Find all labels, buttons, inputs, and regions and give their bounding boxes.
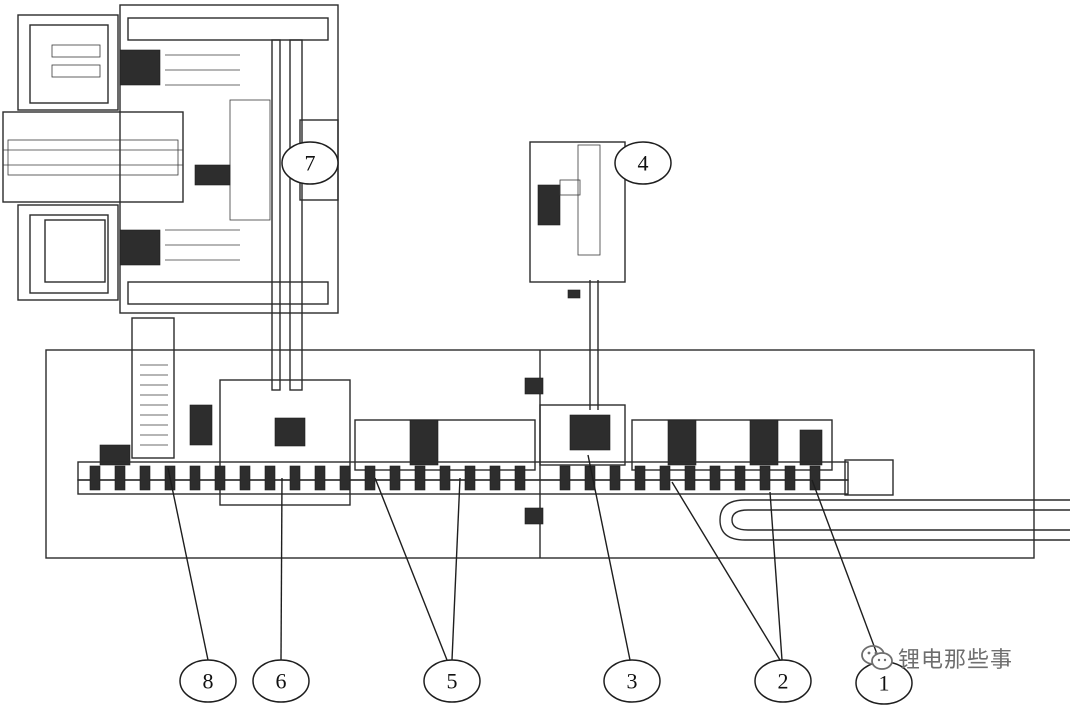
conveyor-line (77, 377, 1070, 541)
side-module-unit (529, 141, 626, 410)
main-base-plate (45, 317, 1035, 559)
callout-2: 2 (754, 659, 812, 703)
callout-5: 5 (423, 659, 481, 703)
callout-3: 3 (603, 659, 661, 703)
watermark-text: 锂电那些事 (898, 648, 1014, 673)
callout-6: 6 (252, 659, 310, 703)
leader-lines (167, 454, 881, 663)
callout-2-label: 2 (778, 669, 789, 694)
callout-8-label: 8 (203, 669, 214, 694)
callout-1-label: 1 (879, 671, 890, 696)
upper-feeding-unit (2, 4, 339, 391)
callout-3-label: 3 (627, 669, 638, 694)
watermark: 锂电那些事 (860, 642, 1013, 674)
callout-4: 4 (614, 141, 672, 185)
callout-5-label: 5 (447, 669, 458, 694)
callout-7: 7 (281, 141, 339, 185)
callout-6-label: 6 (276, 669, 287, 694)
callout-4-label: 4 (638, 151, 649, 176)
callout-8: 8 (179, 659, 237, 703)
wechat-icon (861, 645, 893, 670)
callout-7-label: 7 (305, 151, 316, 176)
